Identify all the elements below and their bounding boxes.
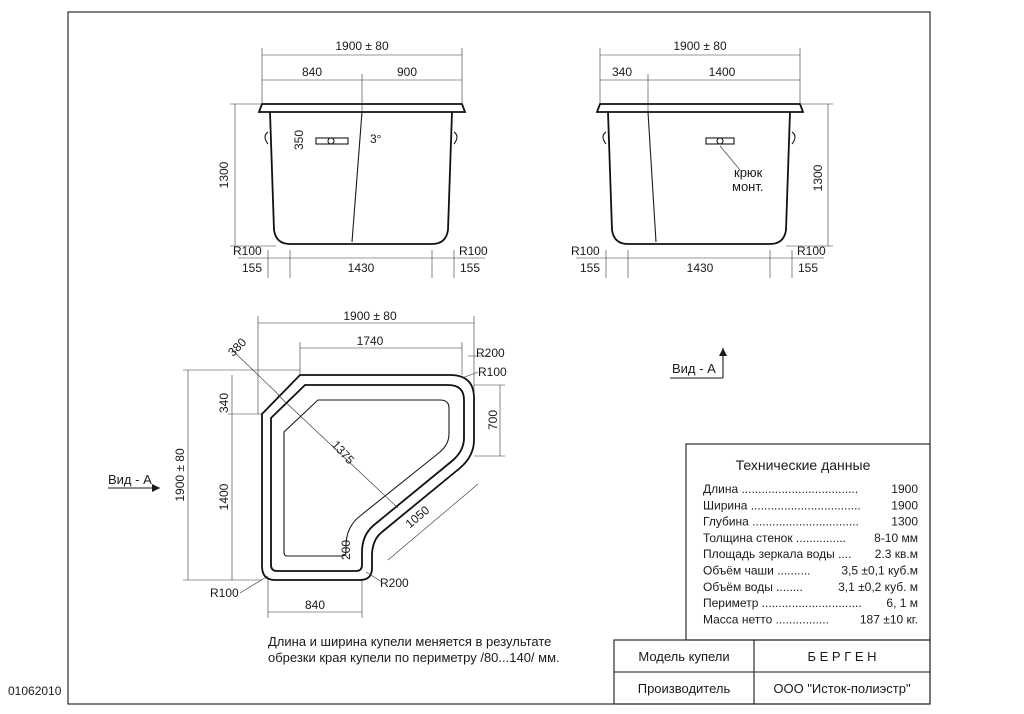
plan-radius-tr-outer: R200 (476, 346, 505, 360)
plan-outer-contour (261, 374, 475, 581)
spec-row-value: 3,1 ±0,2 куб. м (838, 580, 918, 594)
front-left-seg: 840 (302, 65, 322, 79)
side-hook-label-1: крюк (734, 165, 763, 180)
spec-row-value: 8-10 мм (874, 531, 918, 545)
drawing-number: 01062010 (8, 684, 62, 698)
title-model-label: Модель купели (638, 649, 729, 664)
plan-top-left-seg: 340 (217, 393, 231, 413)
spec-row-value: 6, 1 м (886, 596, 918, 610)
note-line-2: обрезки края купели по периметру /80...1… (268, 650, 560, 665)
spec-row-label: Площадь зеркала воды .... (703, 547, 851, 561)
plan-corner-cut: 380 (225, 335, 249, 359)
front-bottom-mid: 1430 (348, 261, 375, 275)
front-body (269, 111, 453, 245)
front-handle-left (264, 131, 269, 145)
spec-row-label: Периметр .............................. (703, 596, 862, 610)
title-maker-label: Производитель (638, 681, 731, 696)
side-right-seg: 1400 (709, 65, 736, 79)
plan-inner-width: 1740 (357, 334, 384, 348)
spec-row-value: 3,5 ±0,1 куб.м (841, 564, 918, 578)
side-body (607, 111, 791, 245)
sheet-frame (67, 11, 931, 705)
front-bottom-left: 155 (242, 261, 262, 275)
spec-row-label: Объём воды ........ (703, 580, 803, 594)
plan-rim-inner (270, 384, 465, 572)
front-overall-width: 1900 ± 80 (335, 39, 389, 53)
plan-right-seg: 700 (486, 410, 500, 430)
spec-row-value: 1900 (891, 498, 918, 512)
front-seam (351, 111, 363, 243)
plan-bottom-seg: 840 (305, 598, 325, 612)
spec-row-value: 1300 (891, 515, 918, 529)
plan-radius-bl: R100 (210, 586, 239, 600)
plan-left-height: 1900 ± 80 (173, 448, 187, 502)
title-block: Модель купели Б Е Р Г Е Н Производитель … (613, 639, 931, 705)
spec-title: Технические данные (736, 457, 871, 473)
side-radius-right: R100 (797, 244, 826, 258)
side-height: 1300 (811, 164, 825, 191)
plan-radius-bottom: R200 (380, 576, 409, 590)
spec-row-value: 187 ±10 кг. (860, 612, 918, 626)
side-bottom-left: 155 (580, 261, 600, 275)
title-maker-value: ООО "Исток-полиэстр" (773, 681, 911, 696)
side-bottom-right: 155 (798, 261, 818, 275)
spec-row-label: Толщина стенок ............... (703, 531, 846, 545)
title-model-value: Б Е Р Г Е Н (807, 649, 876, 664)
spec-row-value: 1900 (891, 482, 918, 496)
plan-diagonal: 1375 (329, 438, 357, 467)
side-hook-slot (705, 137, 735, 145)
side-rim (595, 103, 805, 113)
front-taper-angle: 3° (370, 132, 382, 146)
front-height: 1300 (217, 161, 231, 188)
spec-table: Технические данные Длина ...............… (685, 443, 931, 641)
spec-row-label: Глубина ................................ (703, 515, 859, 529)
front-bottom-right: 155 (460, 261, 480, 275)
side-radius-left: R100 (571, 244, 600, 258)
spec-row-label: Объём чаши .......... (703, 564, 811, 578)
side-view: крюк монт. 1900 ± 80 340 1400 1300 R100 … (571, 39, 833, 278)
front-radius-right: R100 (459, 244, 488, 258)
side-hook-label-2: монт. (732, 179, 763, 194)
side-overall-width: 1900 ± 80 (673, 39, 727, 53)
side-handle-right (791, 131, 796, 145)
front-handle-right (453, 131, 458, 145)
spec-row-value: 2.3 кв.м (875, 547, 918, 561)
plan-left-inner: 1400 (217, 483, 231, 510)
side-handle-left (602, 131, 607, 145)
front-view: 1900 ± 80 840 900 1300 350 3° R100 R100 … (217, 39, 488, 278)
side-left-seg: 340 (612, 65, 632, 79)
spec-row-label: Масса нетто ................ (703, 612, 829, 626)
front-right-seg: 900 (397, 65, 417, 79)
front-handle-height: 350 (292, 130, 306, 150)
plan-notch: 200 (339, 540, 353, 560)
front-hook-slot (315, 137, 349, 145)
plan-overall-width: 1900 ± 80 (343, 309, 397, 323)
spec-row-label: Ширина ................................. (703, 498, 861, 512)
plan-bowl-inner (283, 399, 450, 557)
plan-view-label-right: Вид - А (672, 361, 716, 376)
note-line-1: Длина и ширина купели меняется в результ… (268, 634, 551, 649)
front-rim (257, 103, 467, 113)
plan-view: 1375 1900 ± 80 1740 380 R200 R100 1900 ±… (108, 309, 727, 618)
plan-view-label-left: Вид - А (108, 472, 152, 487)
side-bottom-mid: 1430 (687, 261, 714, 275)
front-radius-left: R100 (233, 244, 262, 258)
side-seam (647, 111, 657, 243)
plan-radius-tr-inner: R100 (478, 365, 507, 379)
spec-row-label: Длина ..................................… (703, 482, 858, 496)
plan-diag-cut: 1050 (403, 503, 433, 531)
